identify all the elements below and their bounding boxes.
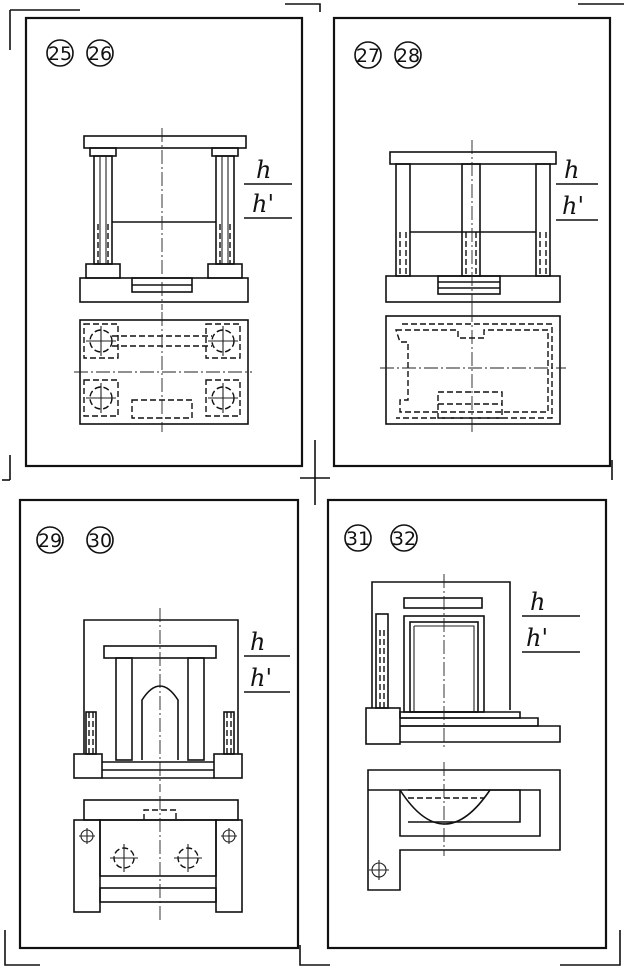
part-number-circle — [344, 524, 372, 552]
part-number-label: 29 — [38, 530, 62, 552]
panel-frame — [326, 498, 608, 950]
top-view — [380, 308, 566, 432]
part-number-circle — [390, 524, 418, 552]
crop-marks — [2, 3, 624, 966]
panel-27-28: 27 28 h h' — [332, 16, 612, 468]
part-number-circle — [46, 39, 74, 67]
panel-25-26: 25 26 h h' — [24, 16, 304, 468]
front-view — [79, 128, 249, 310]
part-number-circle — [86, 39, 114, 67]
panel-29-30: 29 30 h h' — [18, 498, 300, 950]
part-number-label: 31 — [346, 528, 370, 550]
part-number-circle — [354, 41, 382, 69]
part-number-label: 27 — [356, 45, 380, 67]
part-number-label: 25 — [48, 43, 72, 65]
panel-frame — [332, 16, 612, 468]
panel-31-32: 31 32 h h' — [326, 498, 608, 950]
dimension-h-prime-label: h' — [250, 664, 272, 692]
part-number-label: 32 — [392, 528, 416, 550]
part-number-label: 30 — [88, 530, 112, 552]
dimension-h-prime-label: h' — [562, 192, 584, 220]
part-number-circle — [86, 526, 114, 554]
part-number-circle — [394, 41, 422, 69]
front-view — [385, 140, 561, 310]
part-number-circle — [36, 526, 64, 554]
panel-frame — [24, 16, 304, 468]
front-view — [365, 574, 561, 748]
top-view — [367, 762, 561, 891]
front-view — [73, 608, 243, 792]
panel-frame — [18, 498, 300, 950]
top-view — [73, 796, 243, 920]
dimension-h-label: h — [530, 588, 545, 616]
part-number-label: 28 — [396, 45, 420, 67]
dimension-h-prime-label: h' — [526, 624, 548, 652]
dimension-h-label: h — [256, 156, 271, 184]
dimension-h-label: h — [564, 156, 579, 184]
part-number-label: 26 — [88, 43, 112, 65]
top-view — [74, 312, 252, 432]
dimension-h-label: h — [250, 628, 265, 656]
dimension-h-prime-label: h' — [252, 190, 274, 218]
